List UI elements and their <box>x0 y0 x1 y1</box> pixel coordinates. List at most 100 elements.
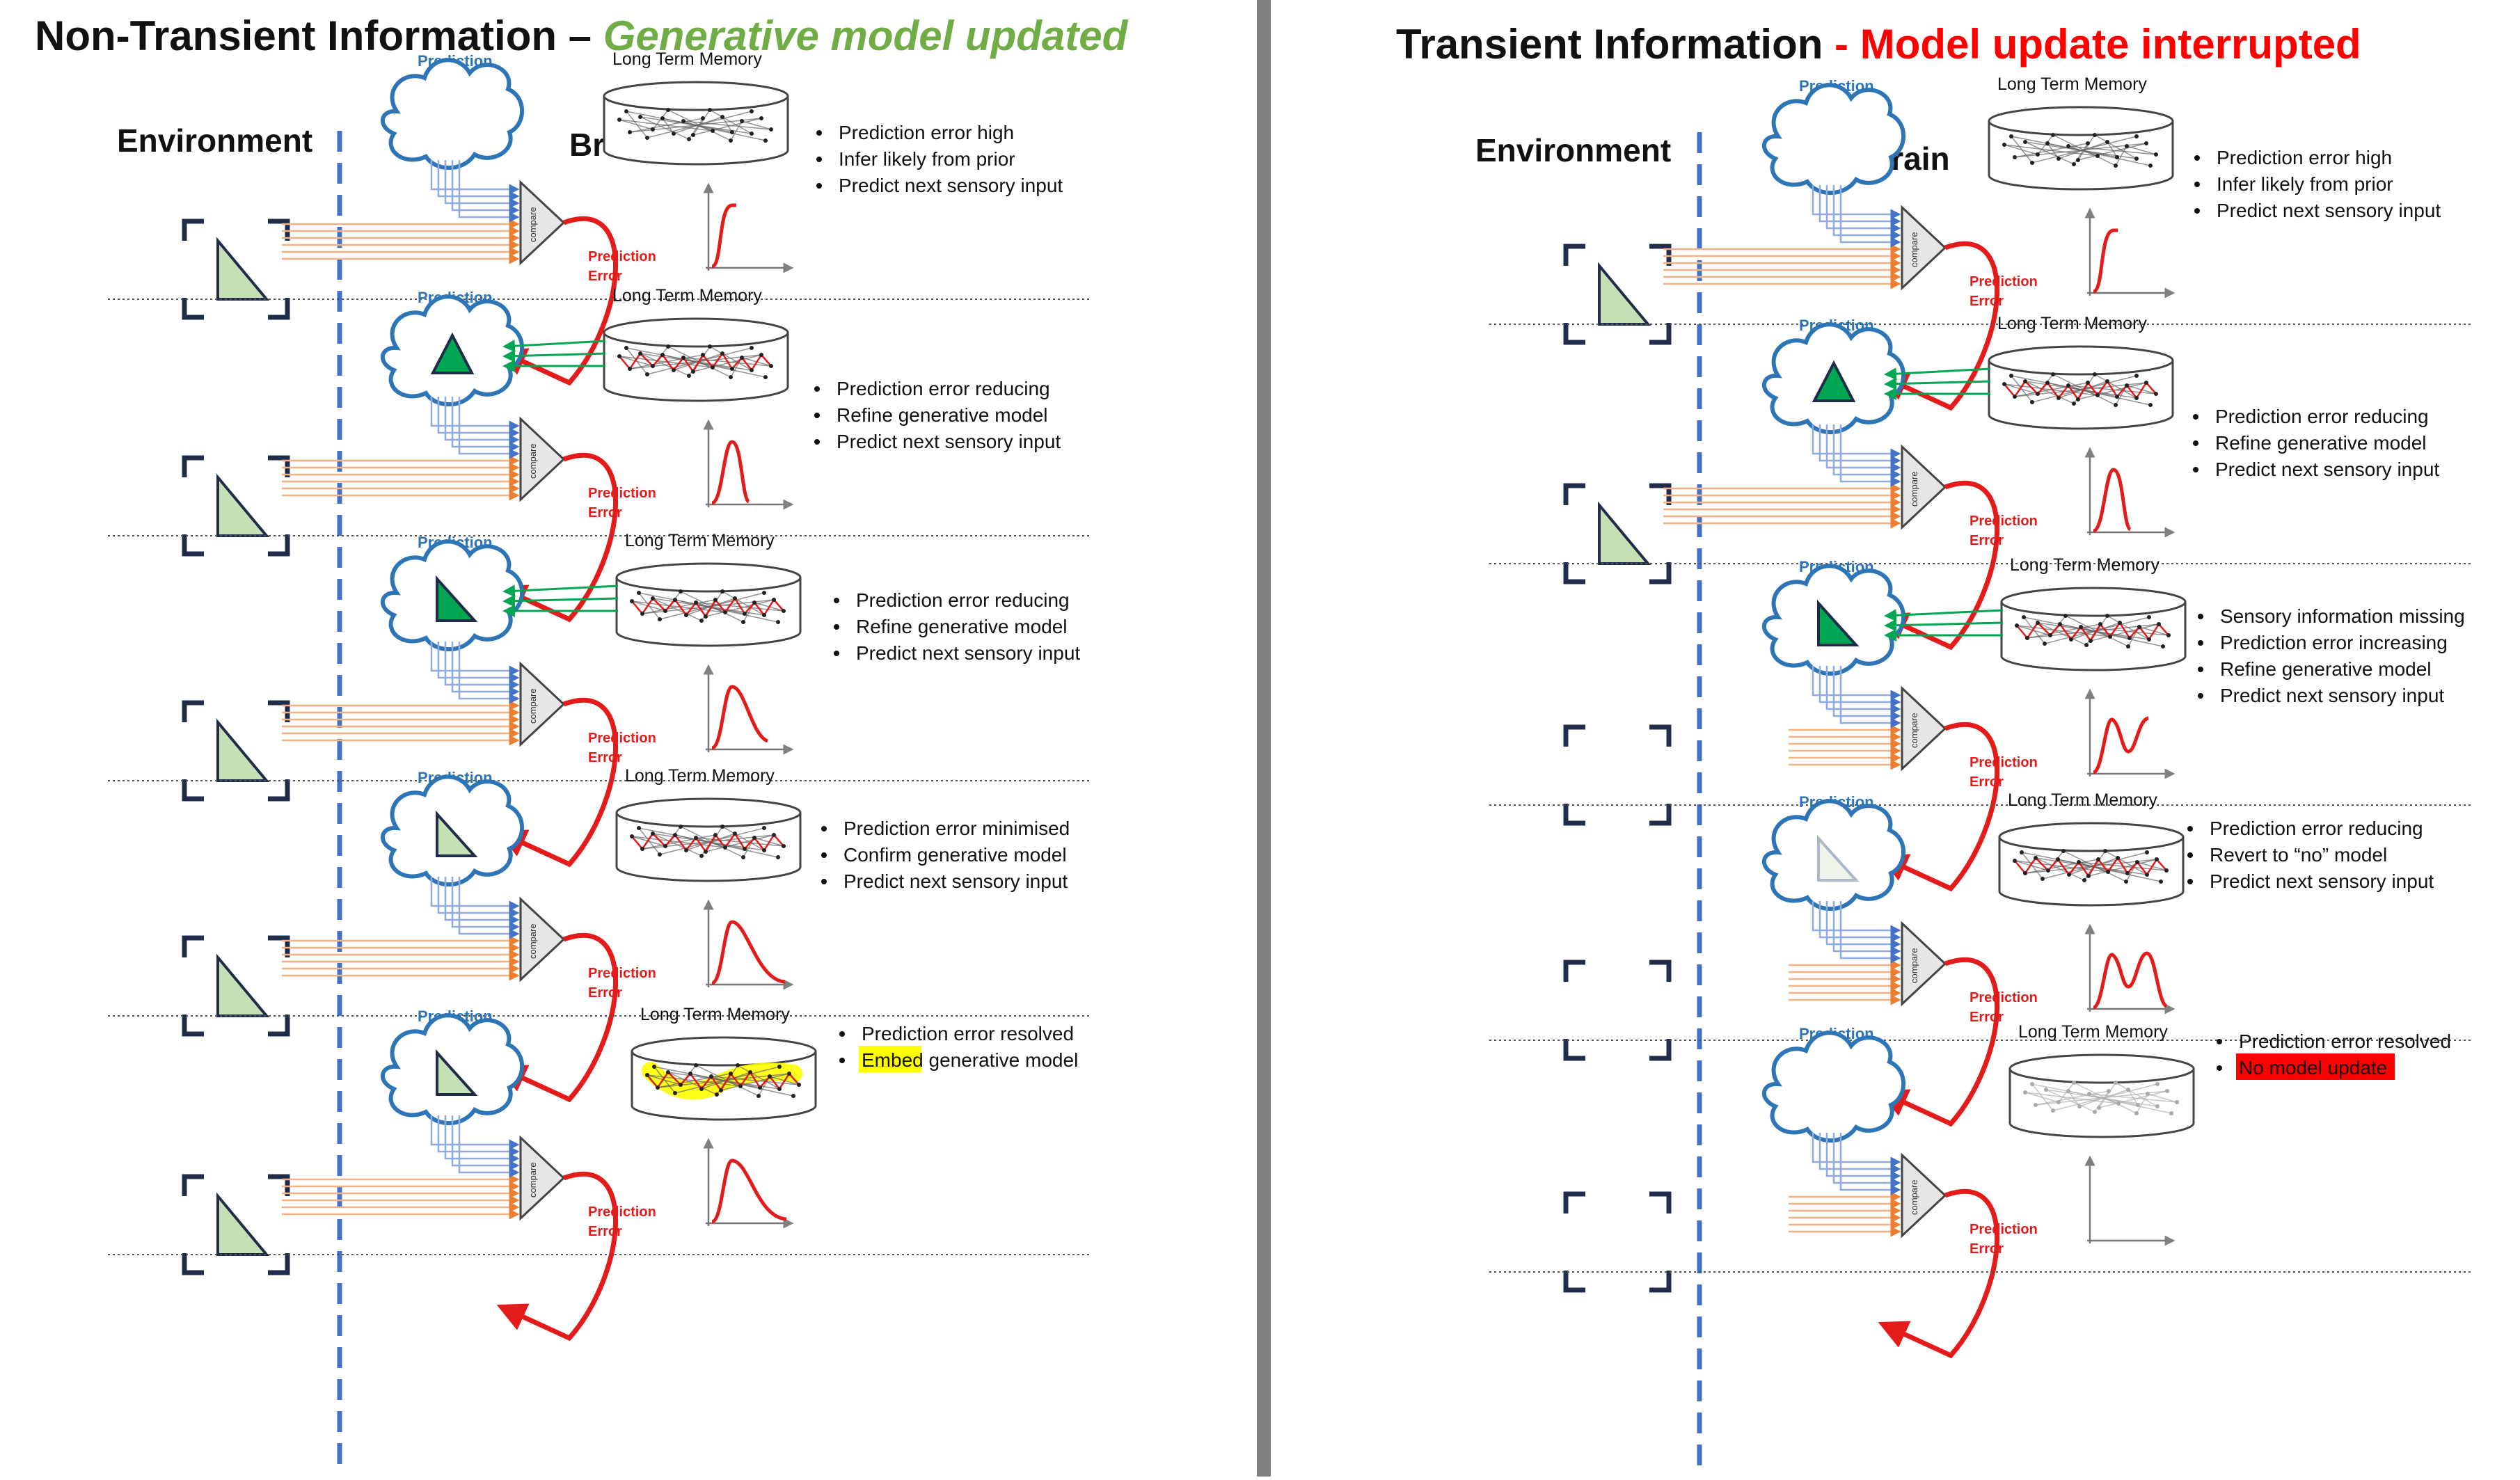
long-term-memory-cylinder-top <box>603 317 789 348</box>
long-term-memory-node <box>2020 850 2024 854</box>
right-title: Transient Information - Model update int… <box>1396 21 2361 67</box>
stage-bullet: Predict next sensory input <box>856 642 1080 664</box>
long-term-memory-node <box>699 1087 704 1091</box>
long-term-memory-link <box>741 120 772 130</box>
long-term-memory-node <box>640 847 644 851</box>
long-term-memory-node <box>762 613 766 617</box>
stage-bullet: Prediction error high <box>2217 147 2392 168</box>
prediction-line <box>1818 185 1901 227</box>
long-term-memory-node <box>651 127 655 132</box>
prediction-line <box>1812 901 1901 936</box>
long-term-memory-link <box>730 120 743 141</box>
long-term-memory-node <box>2105 140 2109 144</box>
prediction-line <box>444 1115 520 1164</box>
long-term-memory-node <box>729 1072 733 1076</box>
long-term-memory-node <box>2058 622 2062 626</box>
cloud-triangle <box>1817 834 1860 882</box>
long-term-memory-link <box>720 1073 790 1091</box>
prediction-error-arrow <box>1878 957 2000 1127</box>
long-term-memory-link <box>638 827 660 855</box>
long-term-memory-node <box>645 1073 649 1077</box>
long-term-memory-node <box>2051 133 2055 137</box>
left-title: Non-Transient Information – Generative m… <box>35 13 1129 59</box>
stage-bullet: Embed generative model <box>862 1049 1078 1071</box>
long-term-memory-node <box>2030 400 2034 404</box>
long-term-memory-node <box>679 589 683 594</box>
long-term-memory-node <box>756 1094 761 1098</box>
frame-corner <box>182 935 204 957</box>
bullet-dot <box>821 879 827 884</box>
prediction-error-label: Error <box>588 269 622 284</box>
prediction-line <box>1825 185 1901 234</box>
long-term-memory-node <box>2106 870 2110 874</box>
prediction-line <box>1818 901 1901 943</box>
long-term-memory-node <box>762 591 766 595</box>
long-term-memory-node <box>2134 374 2139 378</box>
bullet-dot <box>2198 693 2203 699</box>
prediction-line <box>1825 1133 1901 1181</box>
stage-bullet: No model update <box>2239 1057 2387 1079</box>
long-term-memory-node <box>684 848 688 852</box>
long-term-memory-node <box>777 1065 782 1069</box>
prediction-line <box>451 642 520 697</box>
long-term-memory-node <box>2056 857 2060 861</box>
bullet-dot <box>839 1031 845 1037</box>
stage-bullet: Prediction error minimised <box>843 818 1070 839</box>
long-term-memory-node <box>2146 1092 2150 1096</box>
right-environment-label: Environment <box>1475 132 1671 168</box>
left-stage-2: PredictioncomparePredictionErrorLong Ter… <box>108 286 1089 623</box>
long-term-memory-node <box>2086 141 2090 145</box>
long-term-memory-link <box>2031 1083 2054 1111</box>
long-term-memory-link <box>619 119 653 130</box>
long-term-memory-node <box>2155 1104 2160 1108</box>
cloud-triangle <box>436 1049 478 1096</box>
left-stage-5: PredictioncomparePredictionErrorLong Ter… <box>108 1005 1089 1342</box>
long-term-memory-node <box>2145 873 2149 877</box>
long-term-memory-node <box>2169 1111 2173 1115</box>
comparator <box>1901 685 1947 772</box>
long-term-memory-node <box>720 589 724 594</box>
prediction-error-label: Prediction <box>588 249 656 264</box>
long-term-memory-node <box>2147 615 2151 619</box>
long-term-memory-node <box>736 1063 740 1067</box>
long-term-memory-node <box>679 825 683 829</box>
long-term-memory-node <box>2175 1100 2179 1104</box>
prediction-error-label: Error <box>588 750 622 765</box>
bullet-dot <box>2194 208 2200 214</box>
long-term-memory-link <box>2068 145 2157 155</box>
prediction-line <box>437 160 520 202</box>
long-term-memory-node <box>638 115 642 119</box>
stage-bullet: Predict next sensory input <box>2220 685 2444 706</box>
right-stage-5: PredictioncomparePredictionErrorLong Ter… <box>1489 1022 2471 1359</box>
long-term-memory-node <box>2045 381 2050 385</box>
prediction-error-label: Prediction <box>588 731 656 746</box>
prediction-line <box>1812 424 1901 459</box>
frame-corner <box>1563 724 1585 747</box>
long-term-memory-node <box>694 836 698 840</box>
prediction-error-label: Error <box>588 1224 622 1239</box>
frame-corner <box>1563 323 1585 345</box>
frame-corner <box>182 1253 204 1275</box>
long-term-memory-node <box>2051 1108 2055 1113</box>
bullet-dot <box>2194 155 2200 161</box>
long-term-memory-node <box>2076 158 2080 162</box>
long-term-memory-node <box>645 136 649 140</box>
prediction-line <box>437 877 520 918</box>
long-term-memory-link <box>692 354 762 372</box>
long-term-memory-cylinder-top <box>631 1036 817 1067</box>
long-term-memory-node <box>2043 642 2047 646</box>
long-term-memory-node <box>741 855 745 859</box>
right-stage-4: PredictioncomparePredictionErrorLong Ter… <box>1489 790 2471 1127</box>
compare-label: compare <box>528 923 538 959</box>
long-term-memory-link <box>2098 1090 2168 1108</box>
long-term-memory-node <box>2135 860 2139 864</box>
long-term-memory-node <box>711 129 715 133</box>
memory-recall-arrow <box>502 594 619 607</box>
long-term-memory-node <box>2077 860 2081 864</box>
long-term-memory-node <box>2034 1103 2038 1107</box>
long-term-memory-link <box>2011 136 2118 158</box>
compare-label: compare <box>528 1162 538 1197</box>
environment-triangle <box>216 718 270 782</box>
prediction-line <box>430 160 520 195</box>
